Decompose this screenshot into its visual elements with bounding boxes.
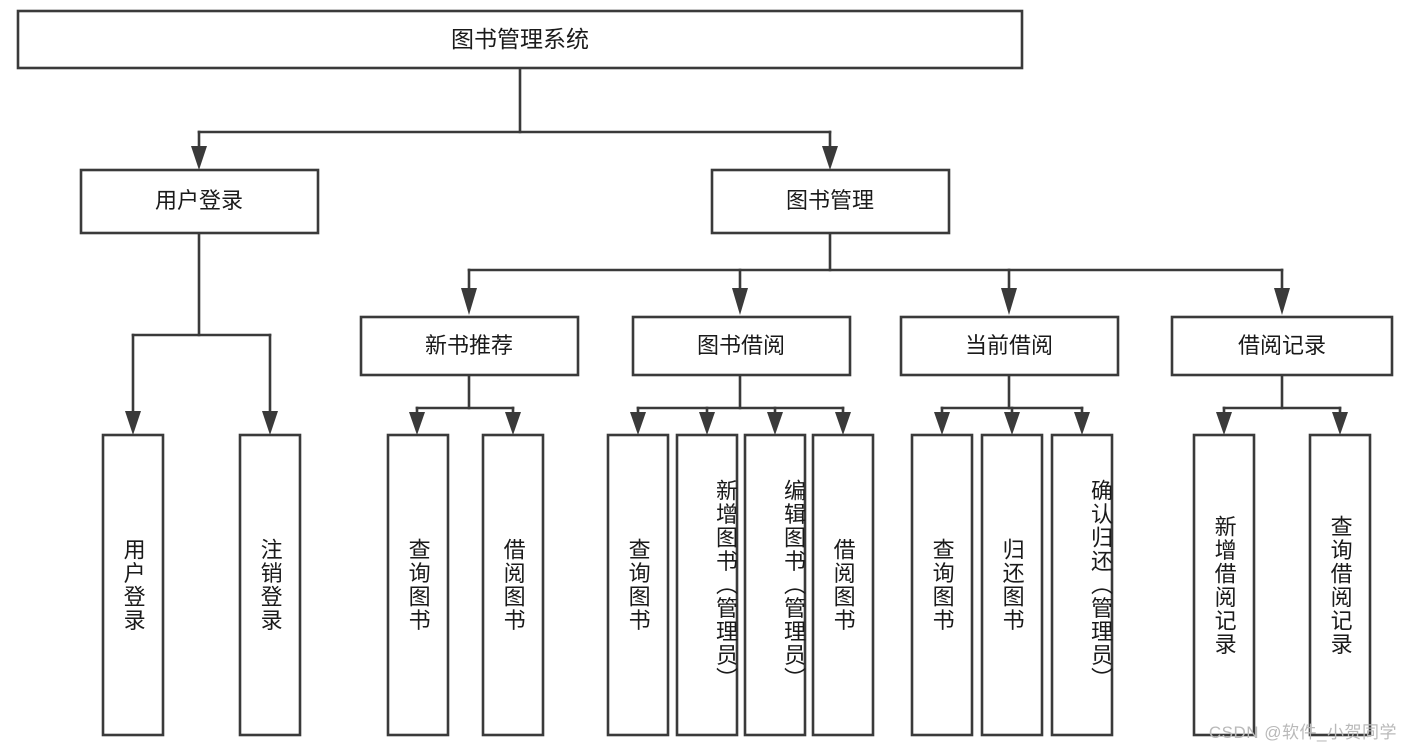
- arrow-user-login-leaf1-icon: [125, 411, 141, 435]
- node-book-management[interactable]: 图书管理: [710, 168, 951, 235]
- arrow-borrow-record-leaf2-icon: [1332, 412, 1348, 435]
- node-user-login[interactable]: 用户登录: [79, 168, 320, 235]
- node-current-borrow[interactable]: 当前借阅: [899, 315, 1120, 377]
- arrow-borrow-record-leaf1-icon: [1216, 412, 1232, 435]
- node-new-book-recommend-label: 新书推荐: [425, 333, 513, 358]
- arrow-to-new-book-icon: [461, 288, 477, 315]
- leaf-box-user-login-2[interactable]: [238, 433, 302, 737]
- node-book-borrow-label: 图书借阅: [697, 333, 785, 358]
- leaf-box-borrow-record-2[interactable]: [1308, 433, 1372, 737]
- node-borrow-record-box: [1170, 315, 1394, 377]
- node-book-borrow[interactable]: 图书借阅: [631, 315, 852, 377]
- connector-group-user-login: [125, 231, 278, 435]
- connector-group-current-borrow: [934, 373, 1090, 435]
- node-current-borrow-label: 当前借阅: [965, 333, 1053, 358]
- leaf-box-current-borrow-2[interactable]: [980, 433, 1044, 737]
- connector-group-book-borrow: [630, 373, 851, 435]
- arrow-user-login-leaf2-icon: [262, 411, 278, 435]
- leaf-box-current-borrow-3[interactable]: [1050, 433, 1114, 737]
- arrow-new-book-leaf1-icon: [409, 412, 425, 435]
- arrow-to-book-borrow-icon: [732, 288, 748, 315]
- leaf-box-borrow-record-1[interactable]: [1192, 433, 1256, 737]
- arrow-book-borrow-leaf4-icon: [835, 412, 851, 435]
- leaf-box-book-borrow-4[interactable]: [811, 433, 875, 737]
- node-book-borrow-box: [631, 315, 852, 377]
- arrow-to-borrow-record-icon: [1274, 288, 1290, 315]
- leaf-box-book-borrow-1[interactable]: [606, 433, 670, 737]
- node-user-login-box: [79, 168, 320, 235]
- arrow-book-borrow-leaf3-icon: [767, 412, 783, 435]
- node-system-title-label: 图书管理系统: [451, 26, 589, 52]
- node-book-management-box: [710, 168, 951, 235]
- arrow-current-borrow-leaf1-icon: [934, 412, 950, 435]
- leaf-box-new-book-2[interactable]: [481, 433, 545, 737]
- arrow-to-book-mgmt-icon: [822, 146, 838, 170]
- node-user-login-label: 用户登录: [155, 188, 243, 213]
- node-new-book-recommend[interactable]: 新书推荐: [359, 315, 580, 377]
- connector-group-borrow-record: [1216, 373, 1348, 435]
- node-system-title[interactable]: 图书管理系统: [16, 9, 1024, 70]
- node-borrow-record[interactable]: 借阅记录: [1170, 315, 1394, 377]
- arrow-to-user-login-icon: [191, 146, 207, 170]
- arrow-current-borrow-leaf3-icon: [1074, 412, 1090, 435]
- node-current-borrow-box: [899, 315, 1120, 377]
- connector-group-root: [191, 66, 838, 170]
- node-new-book-recommend-box: [359, 315, 580, 377]
- leaf-box-current-borrow-1[interactable]: [910, 433, 974, 737]
- leaf-box-user-login-1[interactable]: [101, 433, 165, 737]
- node-system-title-box: [16, 9, 1024, 70]
- connector-group-book-mgmt: [461, 231, 1290, 315]
- node-borrow-record-label: 借阅记录: [1238, 333, 1326, 358]
- arrow-to-current-borrow-icon: [1001, 288, 1017, 315]
- arrow-book-borrow-leaf2-icon: [699, 412, 715, 435]
- watermark-text: CSDN @软件_小贺同学: [1208, 723, 1397, 742]
- arrow-current-borrow-leaf2-icon: [1004, 412, 1020, 435]
- leaf-box-new-book-1[interactable]: [386, 433, 450, 737]
- arrow-book-borrow-leaf1-icon: [630, 412, 646, 435]
- node-book-management-label: 图书管理: [786, 188, 874, 213]
- connector-group-new-book: [409, 373, 521, 435]
- leaf-box-book-borrow-3[interactable]: [743, 433, 807, 737]
- arrow-new-book-leaf2-icon: [505, 412, 521, 435]
- leaf-box-book-borrow-2[interactable]: [675, 433, 739, 737]
